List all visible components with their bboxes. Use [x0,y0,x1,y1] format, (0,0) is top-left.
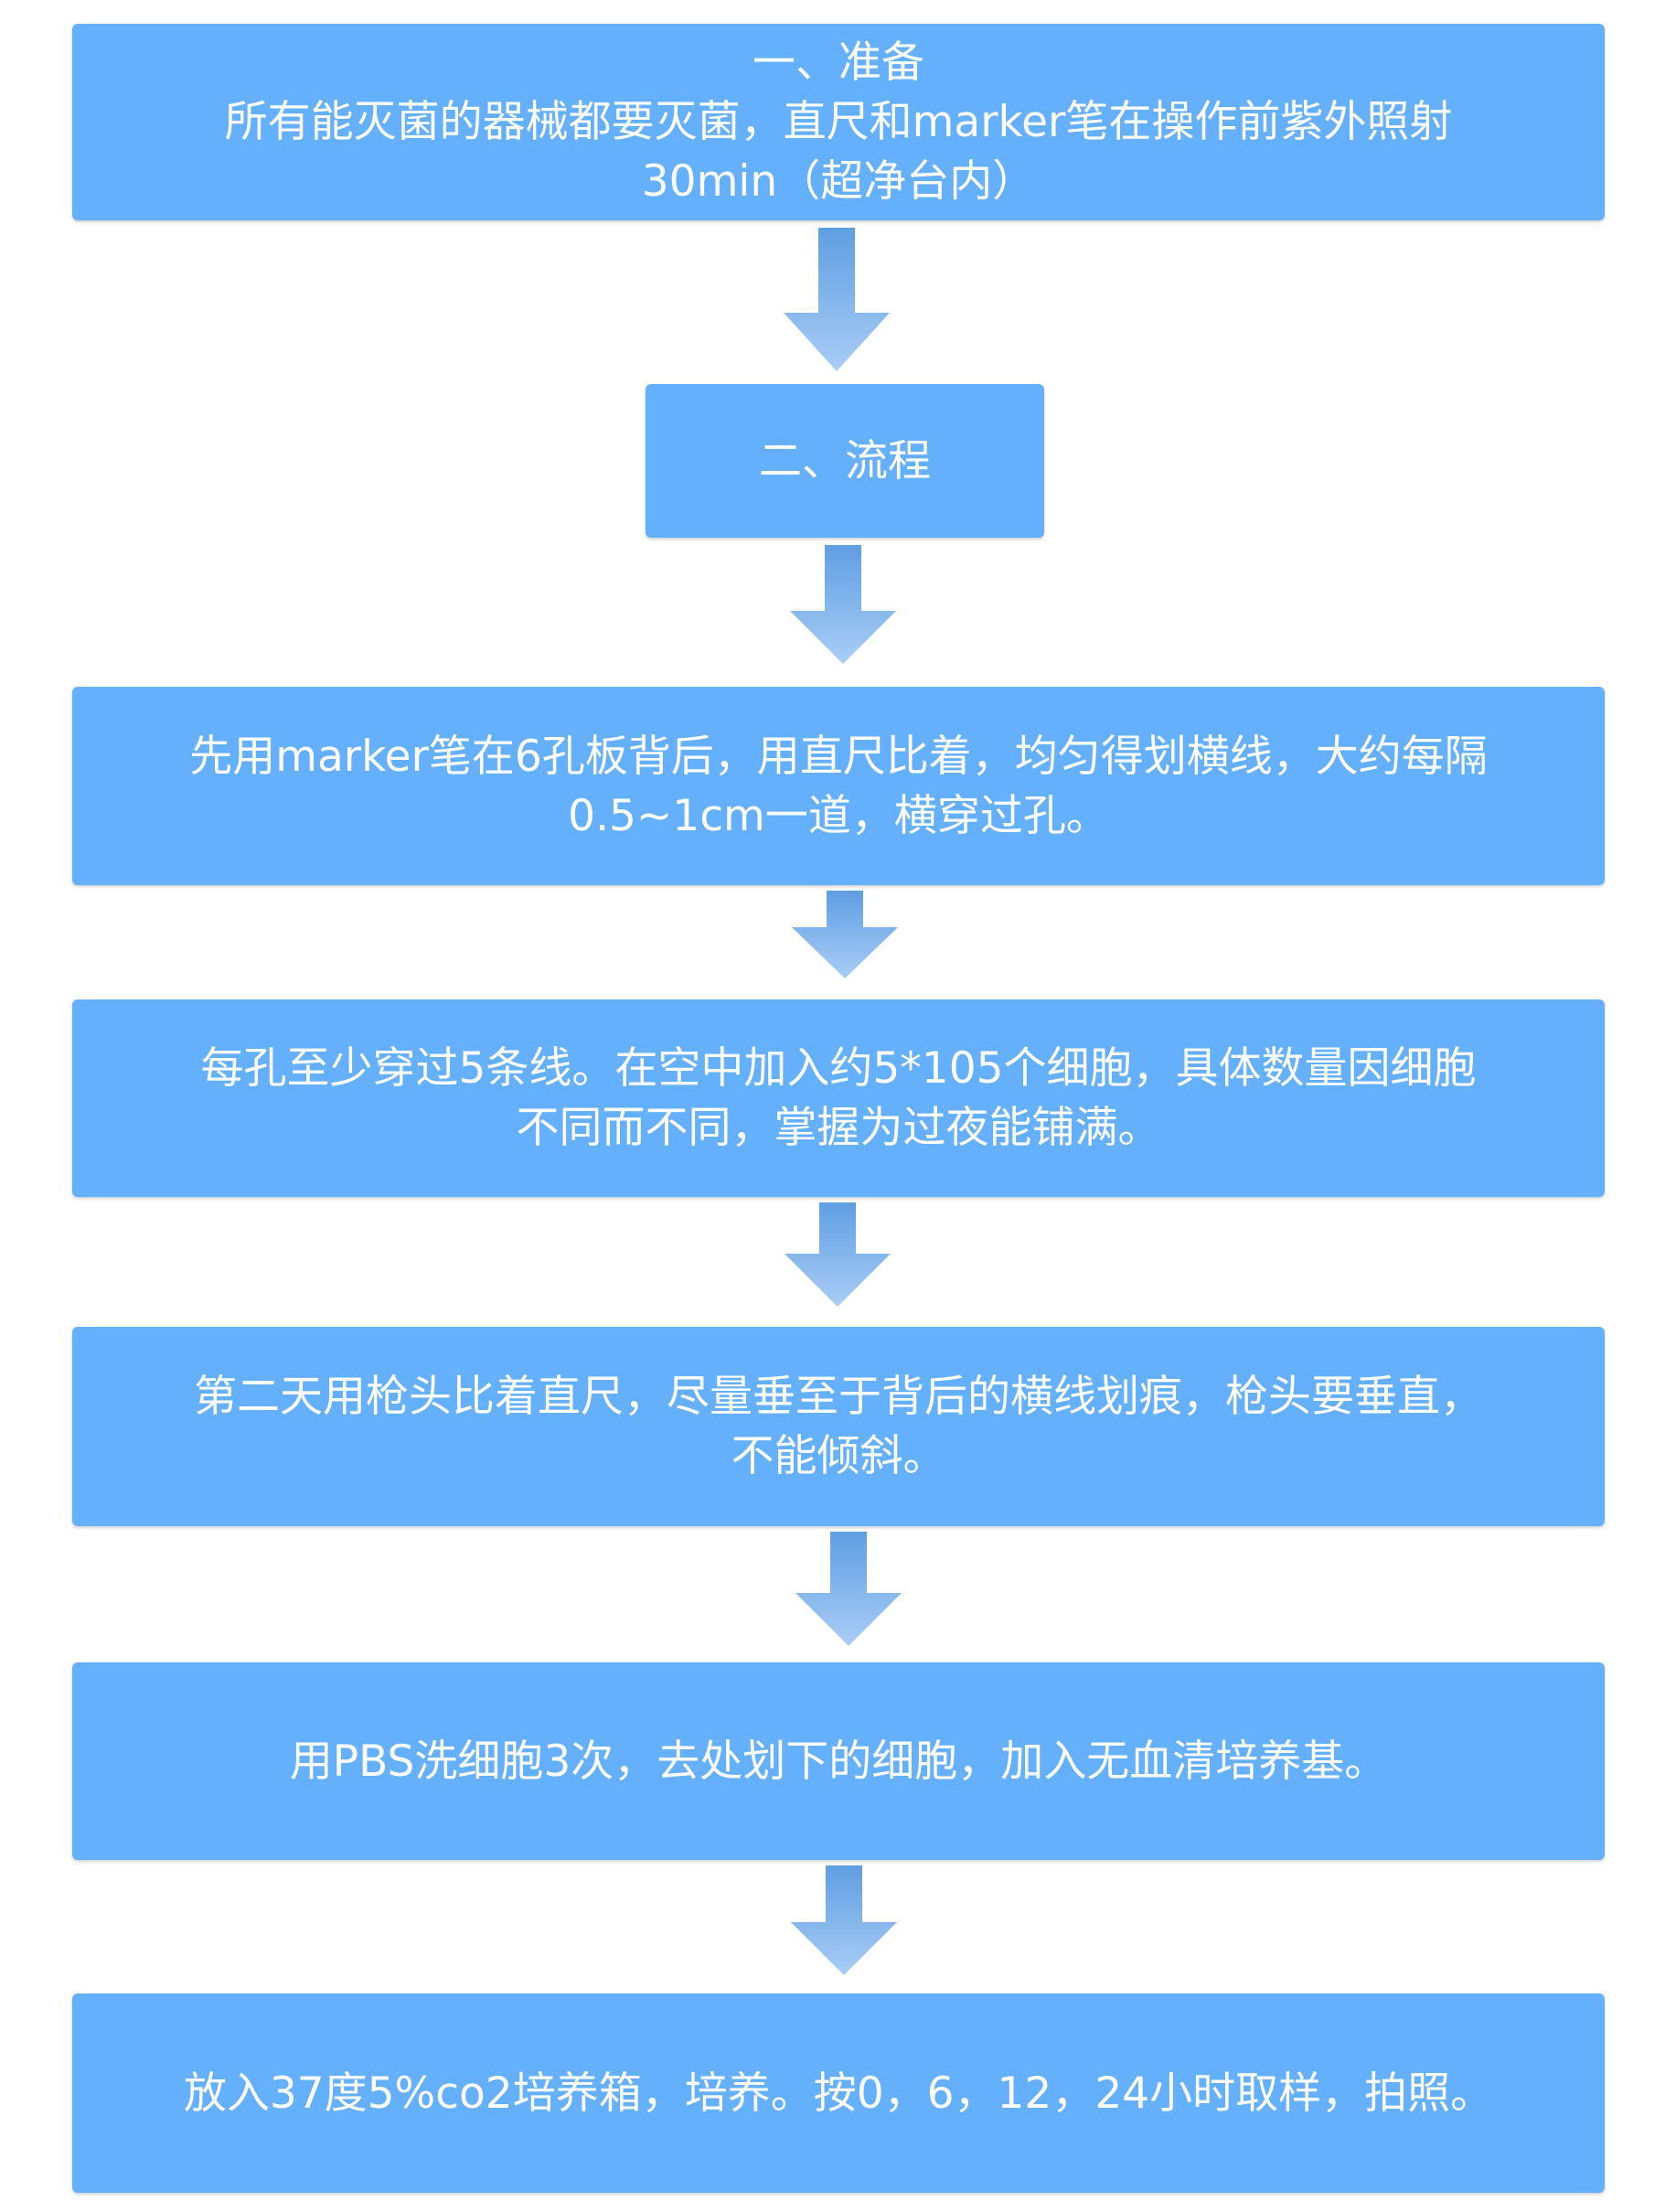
down-arrow-icon [788,545,898,664]
step-text-draw-lines: 先用marker笔在6孔板背后，用直尺比着，均匀得划横线，大约每隔 0.5~1c… [189,731,1488,841]
step-box-preparation: 一、准备 所有能灭菌的器械都要灭菌，直尺和marker笔在操作前紫外照射 30m… [72,24,1605,220]
down-arrow-icon [794,1532,903,1646]
down-arrow-icon [789,1865,899,1975]
step-box-incubate: 放入37度5%co2培养箱，培养。按0，6，12，24小时取样，拍照。 [72,1993,1605,2193]
step-box-wash: 用PBS洗细胞3次，去处划下的细胞，加入无血清培养基。 [72,1662,1605,1860]
step-text-wash: 用PBS洗细胞3次，去处划下的细胞，加入无血清培养基。 [289,1736,1388,1787]
step-text-seed-cells: 每孔至少穿过5条线。在空中加入约5*105个细胞，具体数量因细胞 不同而不同，掌… [200,1043,1477,1153]
step-box-process-heading: 二、流程 [646,384,1044,538]
step-text-process-heading: 二、流程 [759,435,931,486]
step-box-draw-lines: 先用marker笔在6孔板背后，用直尺比着，均匀得划横线，大约每隔 0.5~1c… [72,687,1605,885]
step-box-seed-cells: 每孔至少穿过5条线。在空中加入约5*105个细胞，具体数量因细胞 不同而不同，掌… [72,999,1605,1197]
down-arrow-icon [783,1202,892,1307]
step-text-incubate: 放入37度5%co2培养箱，培养。按0，6，12，24小时取样，拍照。 [183,2068,1494,2119]
step-box-scratch: 第二天用枪头比着直尺，尽量垂至于背后的横线划痕，枪头要垂直， 不能倾斜。 [72,1327,1605,1526]
down-arrow-icon [782,228,891,371]
step-text-scratch: 第二天用枪头比着直尺，尽量垂至于背后的横线划痕，枪头要垂直， 不能倾斜。 [194,1372,1483,1481]
step-text-preparation: 一、准备 所有能灭菌的器械都要灭菌，直尺和marker笔在操作前紫外照射 30m… [224,37,1453,207]
down-arrow-icon [790,891,900,978]
